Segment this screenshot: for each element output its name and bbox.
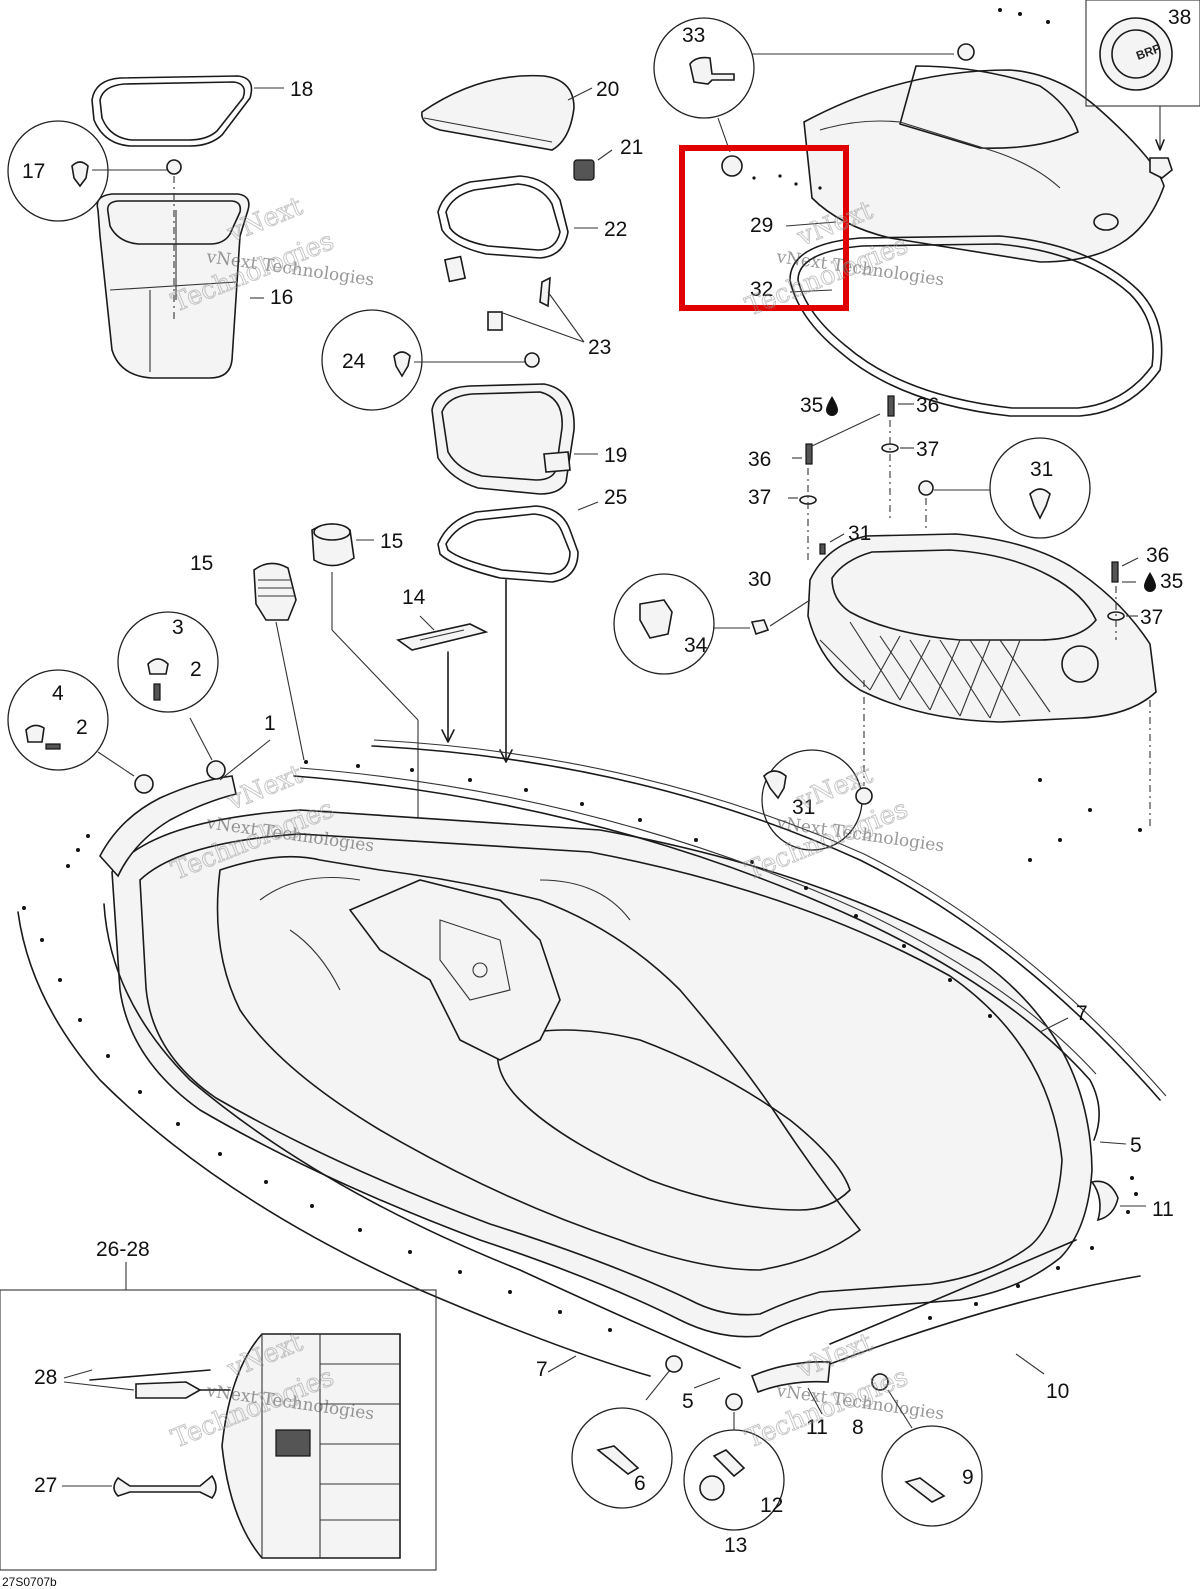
- callout-19: 19: [604, 444, 627, 467]
- highlight-content: [721, 155, 837, 293]
- callout-13: 13: [724, 1534, 747, 1557]
- callout-16: 16: [270, 286, 293, 309]
- callout-labels: 18 17 16 20 21 22 23 24 19 25 15 15 14 3…: [22, 6, 1191, 1557]
- callout-15-left: 15: [190, 552, 213, 575]
- callout-32: 32: [750, 278, 773, 301]
- gasket-25: [437, 501, 599, 763]
- rub-rail-5-top: [293, 767, 1127, 1145]
- callout-31-top: 31: [1030, 458, 1053, 481]
- rub-rail-5-bottom: [103, 903, 741, 1389]
- rivet-24-bubble: [321, 309, 540, 411]
- callout-36-left: 36: [748, 448, 771, 471]
- callout-37-top: 37: [916, 438, 939, 461]
- fastener-dots: [22, 8, 1142, 1332]
- plate-14: [396, 615, 489, 743]
- callout-28: 28: [34, 1366, 57, 1389]
- callout-11-bottom: 11: [806, 1416, 828, 1439]
- hood-support-30: [807, 533, 1157, 723]
- callout-7-bottom: 7: [536, 1358, 548, 1381]
- rear-bumper-11: [750, 1180, 1146, 1415]
- callout-8: 8: [852, 1416, 864, 1439]
- callout-1: 1: [264, 712, 276, 735]
- callout-14: 14: [402, 586, 426, 609]
- callout-3: 3: [172, 616, 184, 639]
- callout-31-bottom: 31: [792, 796, 815, 819]
- screw-2-3-bubble: [117, 611, 226, 780]
- callout-30: 30: [748, 568, 771, 591]
- drawing-code: 27S0707b: [2, 1575, 57, 1589]
- callout-22: 22: [604, 218, 627, 241]
- callout-17: 17: [22, 160, 45, 183]
- clip-34-bubble: [613, 573, 811, 675]
- callout-9: 9: [962, 1466, 974, 1489]
- callout-12: 12: [760, 1494, 783, 1517]
- callout-37-right: 37: [1140, 606, 1163, 629]
- callout-18: 18: [290, 78, 313, 101]
- callout-25: 25: [604, 486, 627, 509]
- callout-23: 23: [588, 336, 611, 359]
- pin-6-bubble: [571, 1355, 683, 1509]
- latch-21: [573, 149, 613, 181]
- screw-2-4-bubble: [7, 669, 154, 794]
- bolts-36-37: [788, 395, 1139, 640]
- callout-2-lower: 2: [76, 716, 88, 739]
- tool-kit-inset: [0, 1262, 437, 1571]
- callout-2-upper: 2: [190, 658, 202, 681]
- hood-cover-29: [803, 65, 1165, 263]
- callout-5-right: 5: [1130, 1134, 1142, 1157]
- gasket-18: [91, 75, 284, 147]
- highlight-box: [679, 145, 849, 311]
- callout-36-top: 36: [916, 394, 939, 417]
- rear-rail-10: [829, 1239, 1141, 1375]
- callout-35-right: 35: [1160, 570, 1183, 593]
- callout-15-right: 15: [380, 530, 403, 553]
- callout-7-right: 7: [1076, 1002, 1088, 1025]
- callout-37-left: 37: [748, 486, 771, 509]
- clips-23: [443, 255, 585, 343]
- callout-36-right: 36: [1146, 544, 1169, 567]
- deck: [111, 809, 1093, 1338]
- gasket-22: [437, 175, 598, 259]
- callout-34: 34: [684, 634, 708, 657]
- rivet-17-bubble: [7, 120, 182, 320]
- pin-12-13-bubble: [683, 1393, 785, 1531]
- callout-31-mid: 31: [848, 522, 871, 545]
- callout-20: 20: [596, 78, 619, 101]
- callout-33: 33: [682, 24, 705, 47]
- callout-4: 4: [52, 682, 64, 705]
- callout-38: 38: [1168, 6, 1191, 29]
- callout-21: 21: [620, 136, 643, 159]
- callout-26-28: 26-28: [96, 1238, 150, 1261]
- trim-7-top: [371, 739, 1167, 1101]
- logo-38: [1085, 0, 1200, 179]
- front-bumper-1: [99, 739, 271, 878]
- cover-20: [421, 74, 593, 151]
- rivet-31-bubble-bottom: [761, 680, 1151, 851]
- rivet-33-bubble: [653, 17, 975, 153]
- rivet-31-bubble-top: [819, 437, 1091, 555]
- bushing-15-left: [253, 562, 305, 761]
- callout-27: 27: [34, 1474, 57, 1497]
- oil-drop-icon: [826, 396, 838, 416]
- storage-tray-19: [431, 383, 598, 495]
- pin-9-bubble: [871, 1373, 983, 1527]
- seal-32: [789, 235, 1163, 417]
- callout-29: 29: [750, 214, 773, 237]
- trim-7-left: [17, 911, 651, 1377]
- callout-24: 24: [342, 350, 366, 373]
- callout-6: 6: [634, 1472, 646, 1495]
- callout-11-right: 11: [1152, 1198, 1174, 1221]
- oil-drop-icon: [1144, 572, 1156, 592]
- callout-5-bottom: 5: [682, 1390, 694, 1413]
- callout-35-top: 35: [800, 394, 823, 417]
- storage-bin-16: [96, 193, 264, 379]
- callout-10: 10: [1046, 1380, 1069, 1403]
